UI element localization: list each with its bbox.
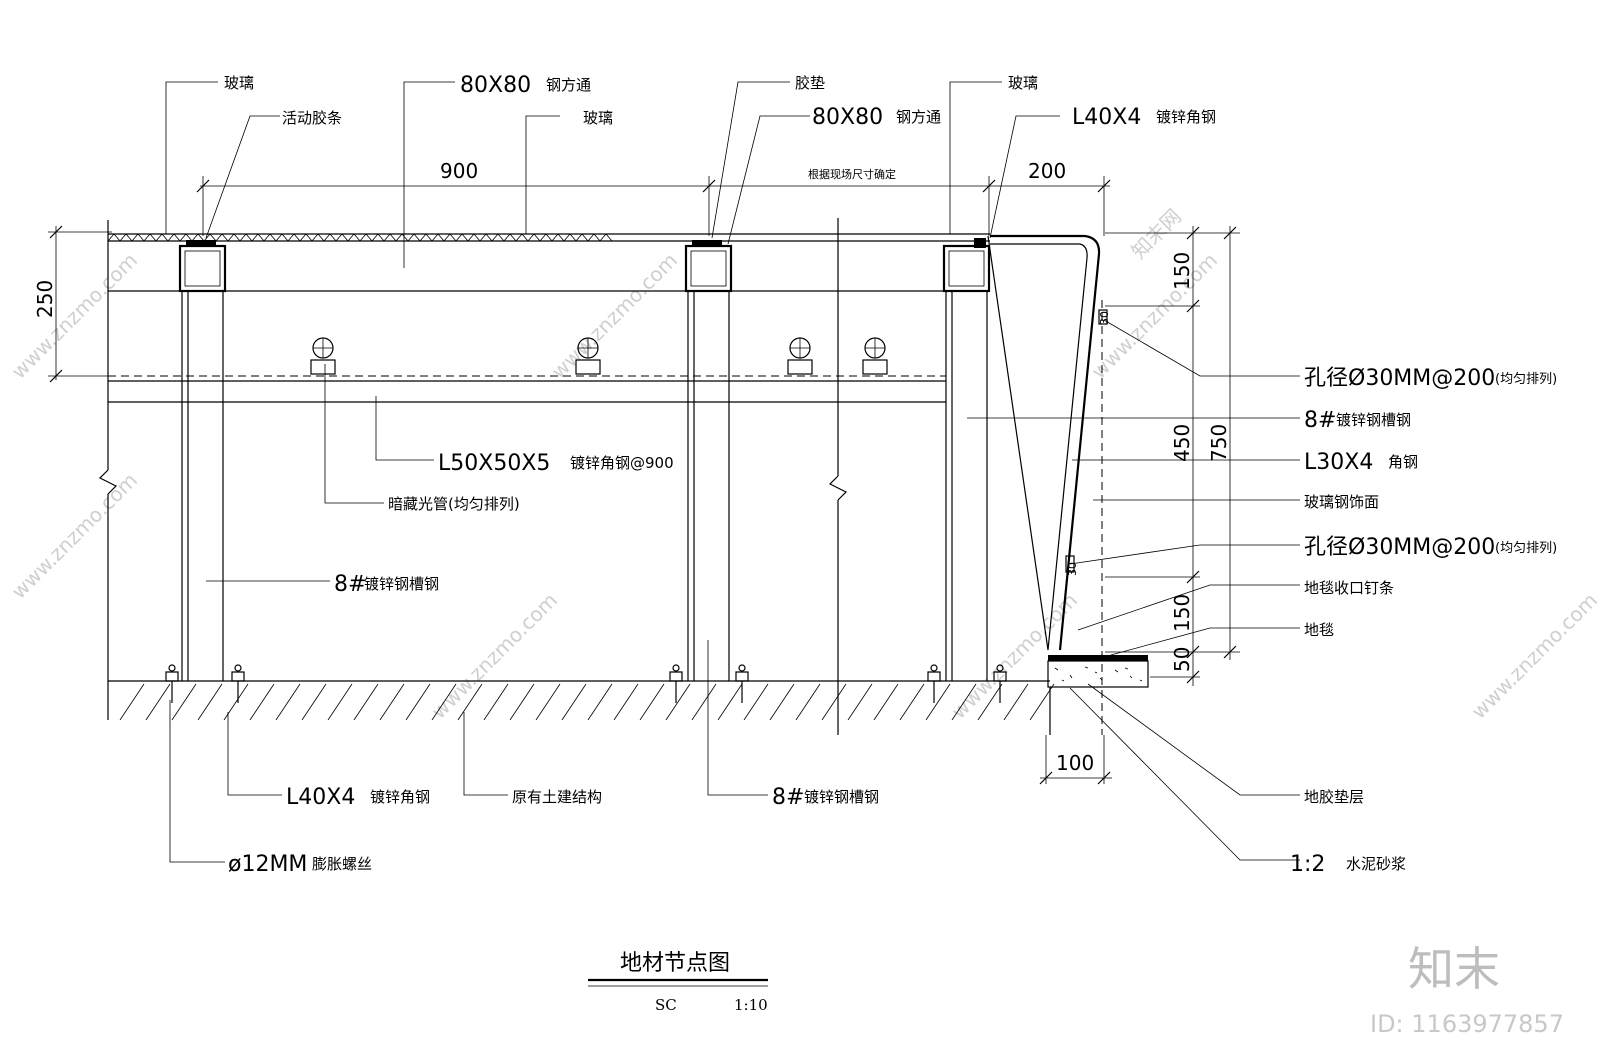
dimension-200: 200 <box>1028 159 1066 183</box>
label-glass-mid: 玻璃 <box>583 109 613 127</box>
label-angle-l50-suffix: 镀锌角钢@900 <box>570 454 674 472</box>
label-channel-right: 8# <box>1304 408 1336 433</box>
label-angle-l30-suffix: 角钢 <box>1388 453 1418 471</box>
label-bolt: ø12MM <box>228 852 307 877</box>
watermark-text: www.znzmo.com <box>7 468 143 604</box>
label-channel-bottom: 8# <box>772 785 804 810</box>
drawing-title: 地材节点图 <box>620 951 730 976</box>
watermark-text: www.znzmo.com <box>1467 588 1600 724</box>
dimension-900: 900 <box>440 159 478 183</box>
label-steel-tube-mid-suffix: 钢方通 <box>896 108 941 126</box>
dimension-left: 250 <box>33 225 112 383</box>
dimension-50: 50 <box>1170 647 1194 672</box>
label-glass-left: 玻璃 <box>224 74 254 92</box>
glass-deck <box>107 233 990 292</box>
label-mortar: 1:2 <box>1290 852 1325 877</box>
watermark-text: www.znzmo.com <box>427 588 563 724</box>
dimension-150-top: 150 <box>1170 252 1194 290</box>
scale-ratio: 1:10 <box>734 996 768 1014</box>
light-fixture <box>787 337 813 375</box>
label-angle-l40-bottom: L40X4 <box>286 785 355 810</box>
label-rubber-pad: 胶垫 <box>795 74 825 92</box>
label-channel-bottom-suffix: 镀锌钢槽钢 <box>804 788 879 806</box>
glass-steel-trim-profile <box>987 234 1108 735</box>
label-steel-tube-top-suffix: 钢方通 <box>546 76 591 94</box>
steel-tube-middle <box>684 240 733 293</box>
label-carpet: 地毯 <box>1304 621 1334 639</box>
dimension-100: 100 <box>1056 751 1094 775</box>
label-movable-strip: 活动胶条 <box>282 109 342 127</box>
dimension-150-bottom: 150 <box>1170 594 1194 632</box>
dimension-250: 250 <box>33 280 57 318</box>
label-glass-steel-trim: 玻璃钢饰面 <box>1304 493 1379 511</box>
dimension-top: 900 200 根据现场尺寸确定 <box>196 159 1111 236</box>
watermark-text: www.znzmo.com <box>547 248 683 384</box>
light-fixture <box>310 337 336 375</box>
label-hole-top-suffix: (均匀排列) <box>1495 372 1557 387</box>
left-break-line <box>98 220 118 720</box>
dimension-bottom: 100 <box>1039 735 1112 785</box>
label-channel-left: 8# <box>334 572 366 597</box>
label-angle-l40-top: L40X4 <box>1072 105 1141 130</box>
label-glass-right: 玻璃 <box>1008 74 1038 92</box>
label-hole-bottom: 孔径Ø30MM@200 <box>1304 535 1495 560</box>
label-steel-tube-mid: 80X80 <box>812 105 883 130</box>
label-underlay: 地胶垫层 <box>1304 788 1364 806</box>
site-note: 根据现场尺寸确定 <box>808 167 896 181</box>
label-carpet-edge: 地毯收口钉条 <box>1304 579 1394 597</box>
leader-lines <box>165 81 1300 863</box>
channel-post-left <box>181 291 224 681</box>
light-fixture <box>862 337 888 375</box>
label-angle-l50: L50X50X5 <box>438 451 550 476</box>
channel-post-middle <box>687 291 730 681</box>
label-angle-l30: L30X4 <box>1304 450 1373 475</box>
label-original-structure: 原有土建结构 <box>512 788 602 806</box>
label-channel-right-suffix: 镀锌钢槽钢 <box>1336 411 1411 429</box>
label-hole-bottom-suffix: (均匀排列) <box>1495 541 1557 556</box>
label-bolt-suffix: 膨胀螺丝 <box>312 855 372 873</box>
dimension-30-top: 30 <box>1098 311 1111 325</box>
label-mortar-suffix: 水泥砂浆 <box>1346 855 1406 873</box>
brand-watermark: 知末 ID: 1163977857 <box>1370 942 1564 1038</box>
angle-rail-l50 <box>108 375 946 403</box>
label-angle-l40-bottom-suffix: 镀锌角钢 <box>370 788 430 806</box>
label-channel-left-suffix: 镀锌钢槽钢 <box>364 575 439 593</box>
label-hidden-light: 暗藏光管(均匀排列) <box>388 495 520 513</box>
channel-post-right <box>945 291 988 681</box>
anchor-bolts <box>165 664 1007 703</box>
annotations: 玻璃 活动胶条 80X80 钢方通 玻璃 胶垫 80X80 钢方通 玻璃 L40… <box>224 73 1557 877</box>
watermark-text: www.znzmo.com <box>7 248 143 384</box>
dimension-right: 150 450 750 150 50 30 30 <box>1066 226 1240 686</box>
dimension-750: 750 <box>1207 424 1231 462</box>
scale-code: SC <box>655 996 677 1014</box>
ground-slab <box>107 680 1055 721</box>
steel-tube-right <box>942 238 991 293</box>
label-hole-top: 孔径Ø30MM@200 <box>1304 366 1495 391</box>
title-block: 地材节点图 SC 1:10 <box>588 951 768 1014</box>
steel-tube-left <box>178 240 227 293</box>
dimension-30-bottom: 30 <box>1066 562 1079 576</box>
dimension-450: 450 <box>1170 424 1194 462</box>
label-steel-tube-top: 80X80 <box>460 73 531 98</box>
middle-break-line <box>828 218 848 735</box>
label-angle-l40-top-suffix: 镀锌角钢 <box>1156 108 1216 126</box>
image-id: ID: 1163977857 <box>1370 1010 1564 1038</box>
brand-logo: 知末 <box>1408 942 1500 996</box>
light-fixture <box>575 337 601 375</box>
floor-finish <box>1047 655 1149 735</box>
